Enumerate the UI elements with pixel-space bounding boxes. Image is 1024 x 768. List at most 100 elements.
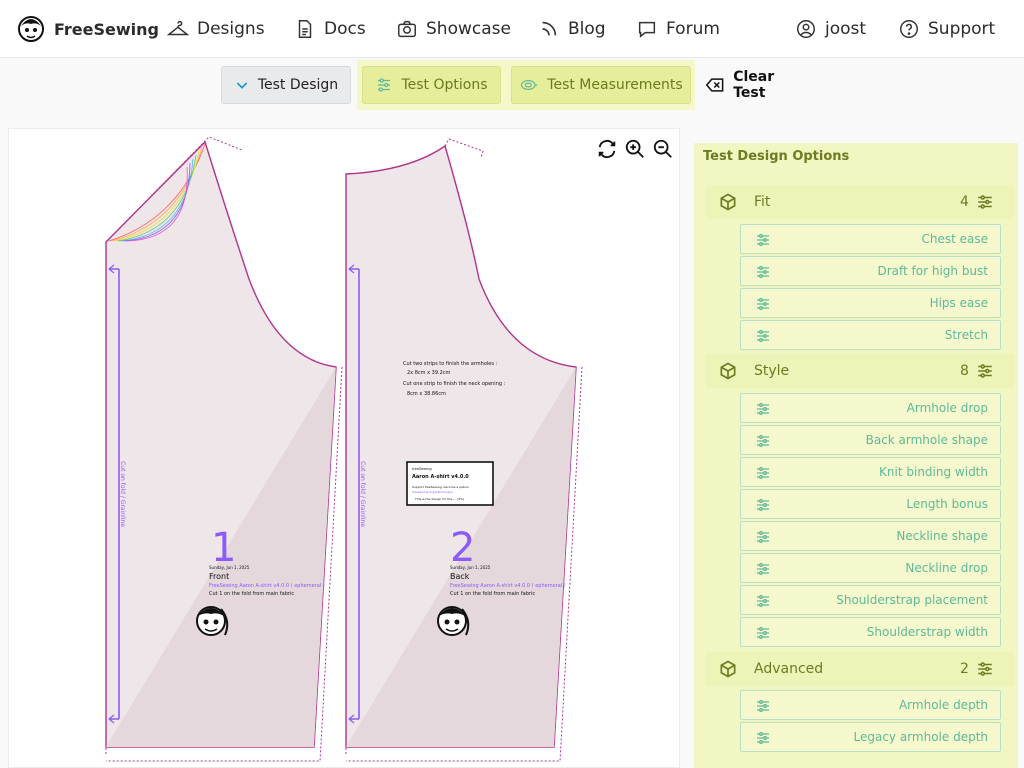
option-armhole-depth[interactable]: Armhole depth	[740, 690, 1001, 720]
pattern-canvas[interactable]: Cut on fold / Grainline 1 Sunday, Jun 1,…	[8, 128, 680, 768]
option-knit-binding-width[interactable]: Knit binding width	[740, 457, 1001, 487]
option-hips-ease[interactable]: Hips ease	[740, 288, 1001, 318]
nav-designs-label: Designs	[197, 19, 265, 39]
option-label: Chest ease	[921, 232, 988, 246]
nav-user[interactable]: joost	[795, 0, 866, 58]
sliders-icon	[757, 499, 769, 511]
group-style[interactable]: Style 8	[706, 354, 1014, 388]
sliders-icon	[978, 662, 992, 676]
zoom-in-button[interactable]	[624, 138, 646, 160]
nav-showcase-label: Showcase	[426, 19, 511, 39]
nav-docs[interactable]: Docs	[294, 0, 366, 58]
clear-test-button[interactable]: Clear Test	[705, 66, 805, 104]
sliders-icon	[757, 732, 769, 744]
option-length-bonus[interactable]: Length bonus	[740, 489, 1001, 519]
option-label: Draft for high bust	[877, 264, 988, 278]
back-grainline-text: Cut on fold / Grainline	[359, 461, 366, 527]
option-legacy-armhole-depth[interactable]: Legacy armhole depth	[740, 722, 1001, 752]
brand-link[interactable]: FreeSewing	[16, 0, 159, 58]
back-pattern-piece: Cut on fold / Grainline Cut two strips t…	[345, 138, 583, 762]
test-measurements-button[interactable]: Test Measurements	[511, 66, 691, 104]
back-title-box-5: This is the design for the ... (4%)	[414, 497, 464, 501]
group-fit[interactable]: Fit 4	[706, 185, 1014, 219]
brand-name: FreeSewing	[54, 19, 159, 39]
back-piece-design: FreeSewing Aaron A-shirt v4.0.0 ( epheme…	[450, 583, 566, 589]
group-advanced-label: Advanced	[754, 661, 824, 677]
sliders-icon	[757, 627, 769, 639]
option-stretch[interactable]: Stretch	[740, 320, 1001, 350]
option-label: Shoulderstrap width	[866, 625, 988, 639]
help-circle-icon	[900, 20, 918, 38]
nav-user-label: joost	[825, 19, 867, 39]
option-label: Neckline shape	[896, 529, 988, 543]
sliders-icon	[757, 700, 769, 712]
measuring-tape-icon	[521, 79, 538, 91]
back-logo-icon	[437, 606, 470, 636]
sliders-icon	[757, 467, 769, 479]
back-note-3: Cut one strip to finish the neck opening…	[403, 381, 506, 387]
sliders-icon	[757, 531, 769, 543]
group-advanced[interactable]: Advanced 2	[706, 652, 1014, 686]
logo-icon	[18, 16, 44, 42]
group-style-label: Style	[754, 363, 790, 379]
sliders-icon	[757, 595, 769, 607]
chevron-down-icon	[236, 82, 248, 89]
backspace-icon	[705, 78, 724, 92]
nav-blog[interactable]: Blog	[538, 0, 606, 58]
back-note-2: 2x 8cm x 39.2cm	[407, 370, 451, 376]
test-design-options-panel: Test Design Options Fit 4 Chest ease Dra…	[694, 143, 1018, 768]
option-label: Length bonus	[906, 497, 988, 511]
test-design-button[interactable]: Test Design	[221, 66, 351, 104]
zoom-out-button[interactable]	[652, 138, 674, 160]
nav-designs[interactable]: Designs	[167, 0, 265, 58]
nav-support-label: Support	[928, 19, 996, 39]
user-circle-icon	[797, 20, 815, 38]
front-piece-cut: Cut 1 on the fold from main fabric	[209, 591, 294, 597]
nav-forum-label: Forum	[666, 19, 720, 39]
cube-icon	[720, 660, 736, 678]
option-chest-ease[interactable]: Chest ease	[740, 224, 1001, 254]
group-style-count: 8	[960, 363, 969, 379]
group-advanced-count: 2	[960, 661, 969, 677]
back-note-4: 8cm x 38.86cm	[407, 391, 446, 397]
option-neckline-shape[interactable]: Neckline shape	[740, 521, 1001, 551]
top-navigation: FreeSewing Designs Docs Showcase Blog Fo…	[0, 0, 1024, 58]
front-piece-name: Front	[209, 572, 229, 581]
option-neckline-drop[interactable]: Neckline drop	[740, 553, 1001, 583]
front-logo-icon	[196, 606, 229, 636]
test-options-label: Test Options	[401, 77, 488, 93]
nav-showcase[interactable]: Showcase	[396, 0, 511, 58]
nav-blog-label: Blog	[568, 19, 606, 39]
back-piece-number: 2	[450, 525, 475, 571]
rss-icon	[542, 21, 557, 37]
option-label: Hips ease	[929, 296, 988, 310]
sliders-icon	[978, 364, 992, 378]
panel-title: Test Design Options	[703, 149, 850, 164]
option-label: Stretch	[944, 328, 988, 342]
reset-view-button[interactable]	[596, 138, 618, 160]
option-armhole-drop[interactable]: Armhole drop	[740, 393, 1001, 423]
nav-support[interactable]: Support	[898, 0, 995, 58]
option-shoulderstrap-width[interactable]: Shoulderstrap width	[740, 617, 1001, 647]
front-grainline-text: Cut on fold / Grainline	[119, 461, 126, 527]
option-shoulderstrap-placement[interactable]: Shoulderstrap placement	[740, 585, 1001, 615]
option-back-armhole-shape[interactable]: Back armhole shape	[740, 425, 1001, 455]
test-options-button[interactable]: Test Options	[362, 66, 501, 104]
option-draft-for-high-bust[interactable]: Draft for high bust	[740, 256, 1001, 286]
zoom-in-icon	[625, 139, 644, 158]
back-title-box-3: Support freeSewing, become a patron	[412, 485, 469, 489]
back-piece-cut: Cut 1 on the fold from main fabric	[450, 591, 535, 597]
back-piece-name: Back	[450, 572, 470, 581]
zoom-controls	[596, 138, 674, 160]
back-title-box-2: Aaron A-shirt v4.0.0	[412, 474, 469, 480]
cube-icon	[720, 362, 736, 380]
front-piece-design: FreeSewing Aaron A-shirt v4.0.0 ( epheme…	[209, 583, 325, 589]
sliders-icon	[378, 78, 391, 92]
nav-forum[interactable]: Forum	[636, 0, 720, 58]
front-pattern-piece: Cut on fold / Grainline 1 Sunday, Jun 1,…	[105, 136, 343, 762]
test-measurements-label: Test Measurements	[547, 77, 683, 93]
sliders-icon	[978, 195, 992, 209]
pattern-drawing: Cut on fold / Grainline 1 Sunday, Jun 1,…	[105, 136, 583, 762]
option-label: Back armhole shape	[865, 433, 988, 447]
back-piece-date: Sunday, Jun 1, 2025	[450, 565, 491, 570]
